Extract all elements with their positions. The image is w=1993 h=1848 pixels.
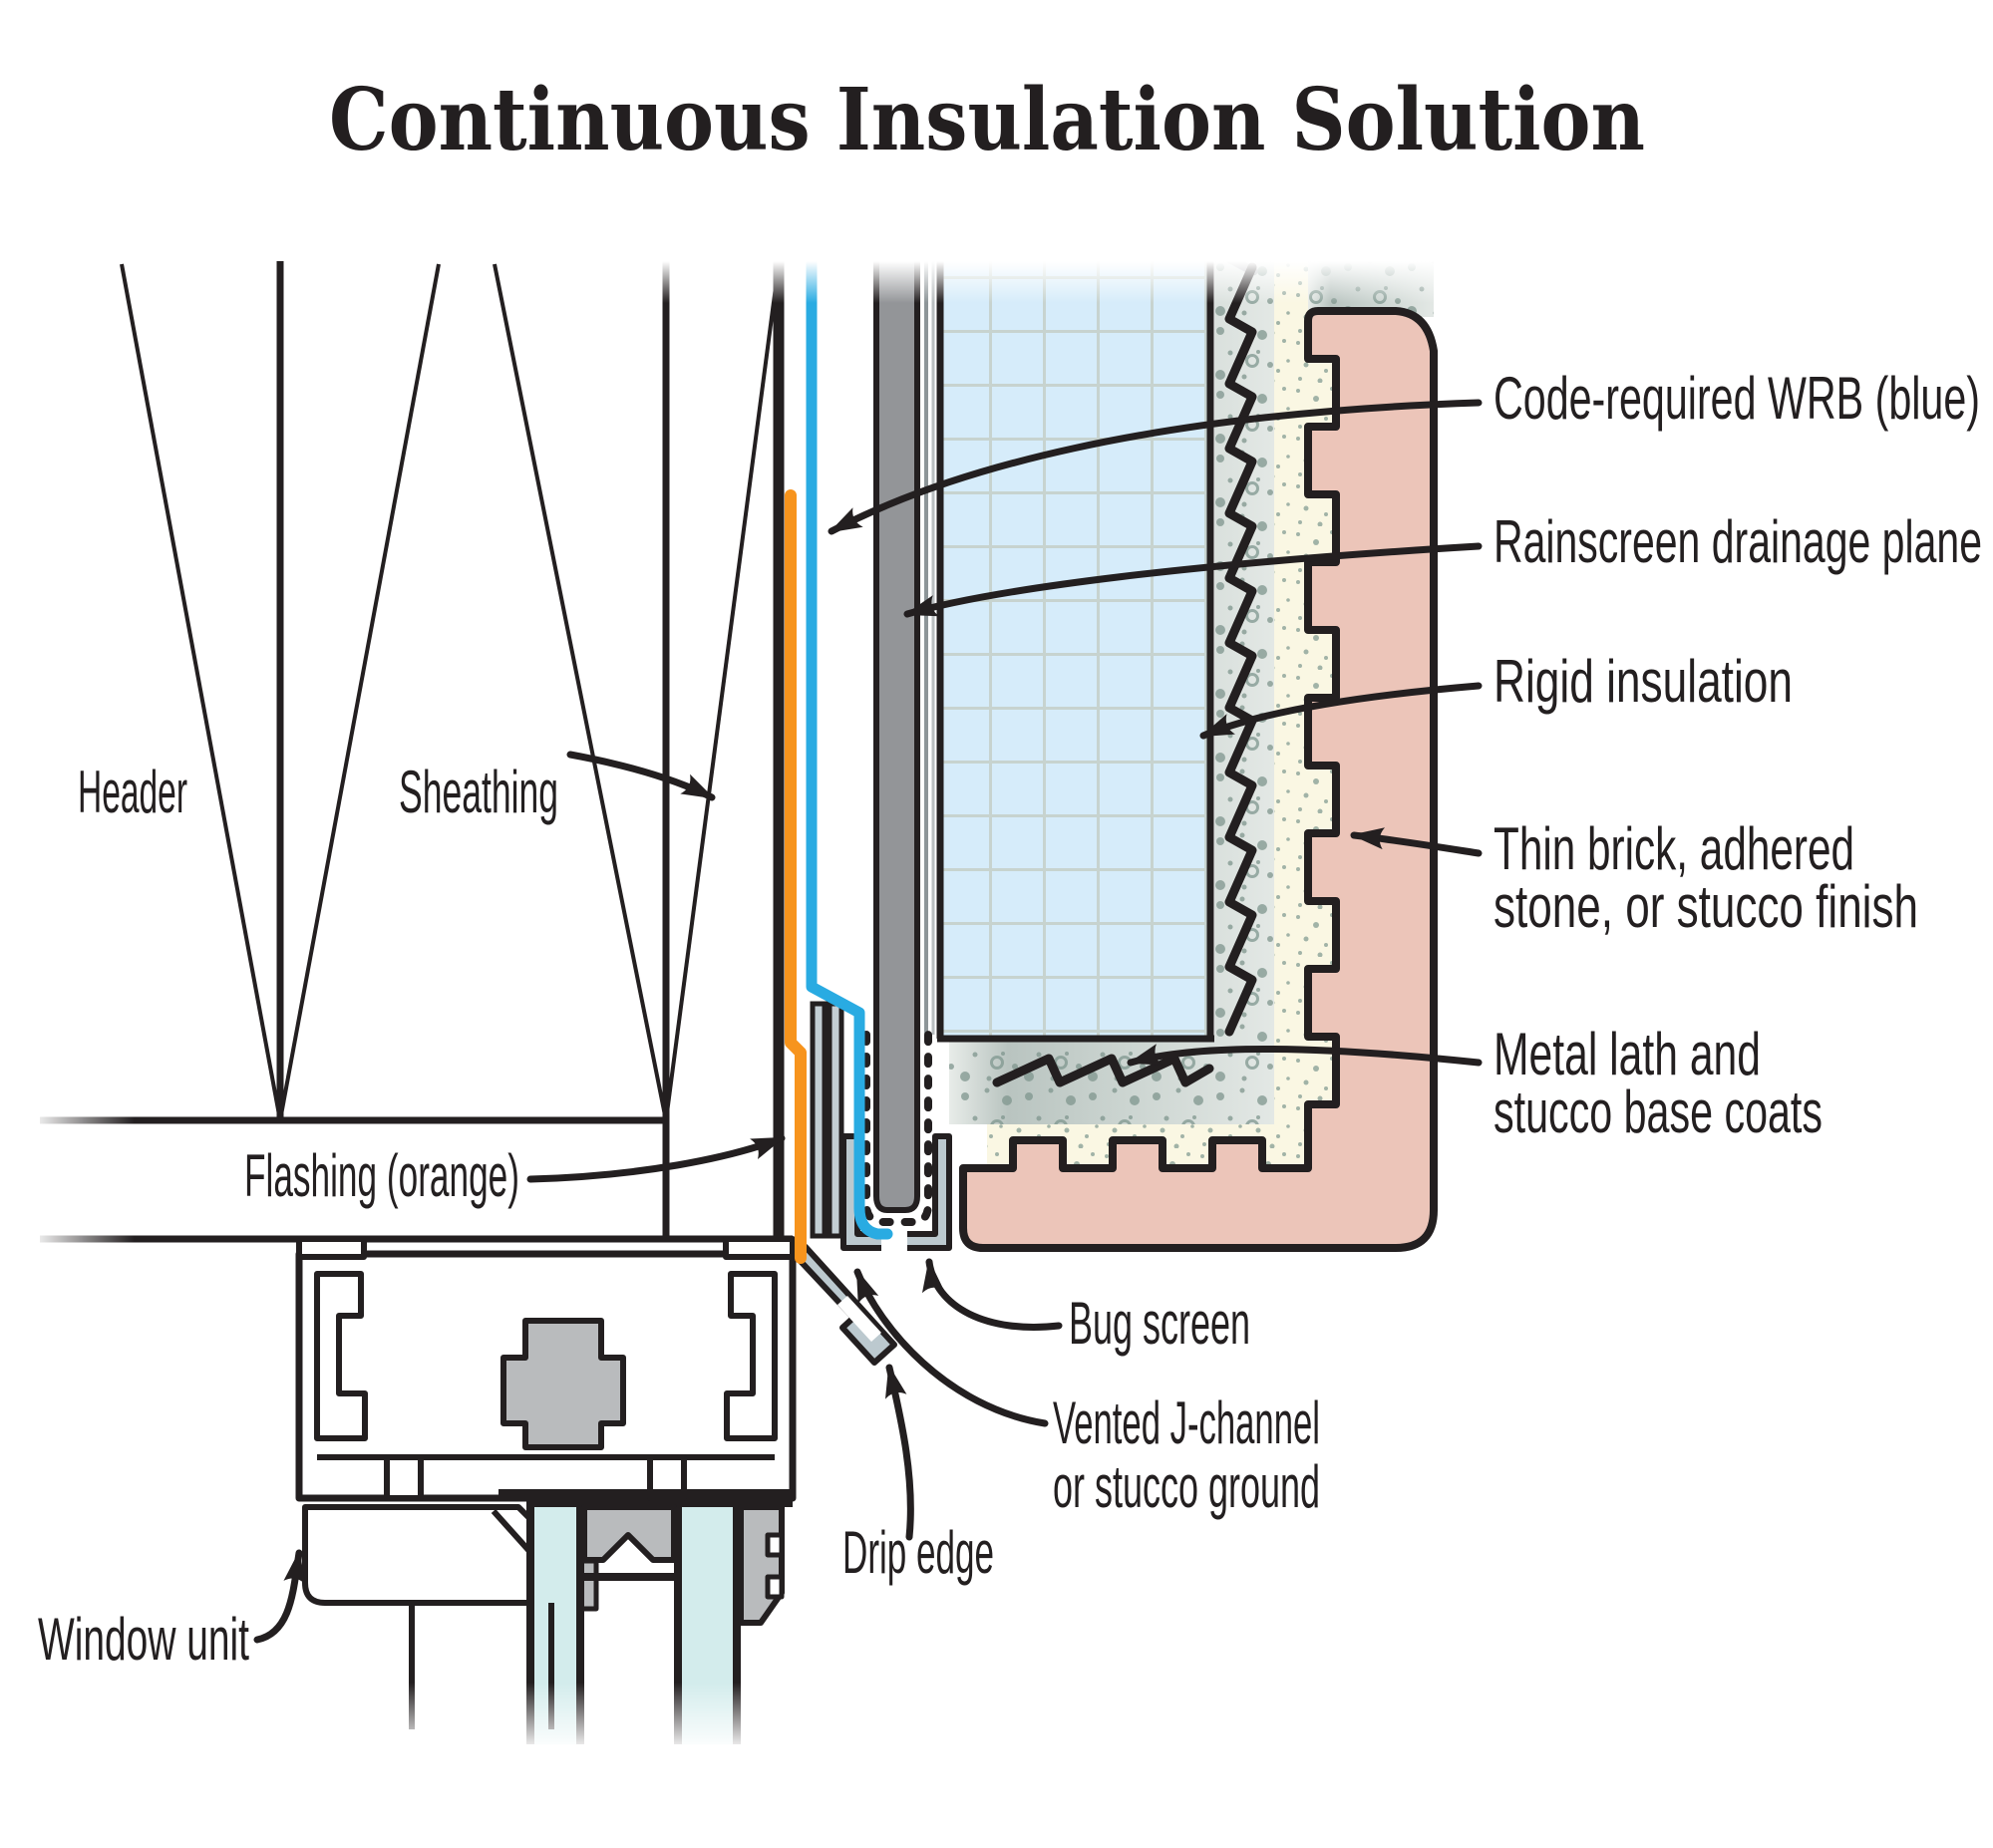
leader-wrb (828, 399, 1483, 535)
label-vented-j-1: Vented J-channel (1053, 1389, 1320, 1456)
page-title: Continuous Insulation Solution (329, 70, 1645, 170)
stop-notch-1 (765, 1532, 785, 1558)
head-chamber-left (314, 1271, 368, 1441)
leader-rigid-insulation (1199, 682, 1483, 740)
header-vmark-1-right (278, 263, 441, 1121)
label-bug-screen: Bug screen (1069, 1290, 1250, 1357)
wrb-blue-line (806, 255, 893, 1240)
thin-brick-finish (959, 307, 1438, 1252)
header-vmark-2-right (664, 263, 781, 1121)
bug-screen-mesh (862, 1031, 932, 1226)
leader-flashing (526, 1134, 786, 1183)
sash-profile (302, 1504, 559, 1606)
thermal-break-block (500, 1318, 626, 1450)
pane-edge-1 (526, 1507, 534, 1744)
glazing-spacer (581, 1504, 677, 1563)
leader-window-unit (253, 1549, 306, 1644)
rainscreen-drainage-mat (873, 261, 920, 1213)
window-head-tab-right (723, 1236, 796, 1260)
leader-vented-j (853, 1268, 1049, 1427)
label-wrb: Code-required WRB (blue) (1494, 365, 1980, 432)
leader-metal-lath (1127, 1044, 1483, 1067)
flashing-orange-line (785, 489, 807, 1264)
head-chamber-right (724, 1271, 778, 1441)
leader-thin-brick (1350, 827, 1483, 857)
label-header: Header (78, 759, 187, 825)
label-metal-lath-1: Metal lath and (1494, 1021, 1761, 1087)
label-vented-j-2: or stucco ground (1053, 1453, 1320, 1520)
pane-edge-4 (733, 1507, 741, 1744)
label-rainscreen: Rainscreen drainage plane (1494, 508, 1982, 575)
label-thin-brick-2: stone, or stucco finish (1494, 873, 1918, 940)
furring-bar-2 (827, 1001, 844, 1239)
rigid-insulation-fill (943, 261, 1208, 1039)
labels: Continuous Insulation Solution Header Sh… (38, 70, 1982, 1673)
label-thin-brick-1: Thin brick, adhered (1494, 815, 1854, 882)
head-foot-left (384, 1454, 424, 1501)
label-window-unit: Window unit (38, 1606, 249, 1673)
framing (40, 261, 793, 1243)
window-head-tab-left (296, 1236, 367, 1260)
glazing-stop (738, 1504, 785, 1626)
leader-rainscreen (903, 542, 1483, 618)
metal-lath-horizontal (992, 1054, 1214, 1087)
leader-bug-screen (922, 1258, 1063, 1331)
window-unit (295, 1236, 797, 1744)
pane-edge-2 (576, 1507, 584, 1744)
pane-edge-3 (674, 1507, 682, 1744)
header-vmark-1-left (120, 263, 282, 1121)
top-fade (623, 227, 1456, 303)
base-of-wall-assembly (792, 261, 952, 1366)
label-sheathing: Sheathing (399, 759, 558, 825)
leader-arrows (253, 399, 1483, 1644)
stop-notch-2 (765, 1574, 785, 1600)
furring-bar-1 (810, 1001, 828, 1239)
left-line-fade (30, 1096, 135, 1266)
leader-sheathing (566, 751, 716, 801)
rigid-insulation-layer (936, 261, 1214, 1043)
drip-edge-hem (837, 1296, 881, 1342)
metal-lath-vertical (1224, 262, 1257, 1037)
label-metal-lath-2: stucco base coats (1494, 1078, 1823, 1145)
bottom-fade (284, 1683, 803, 1774)
label-flashing: Flashing (orange) (244, 1142, 519, 1209)
spacer-bar (584, 1573, 674, 1581)
label-drip-edge: Drip edge (842, 1519, 994, 1586)
label-rigid-insulation: Rigid insulation (1494, 648, 1793, 715)
leader-drip-edge (884, 1364, 914, 1541)
header-vmark-2-left (493, 263, 668, 1121)
